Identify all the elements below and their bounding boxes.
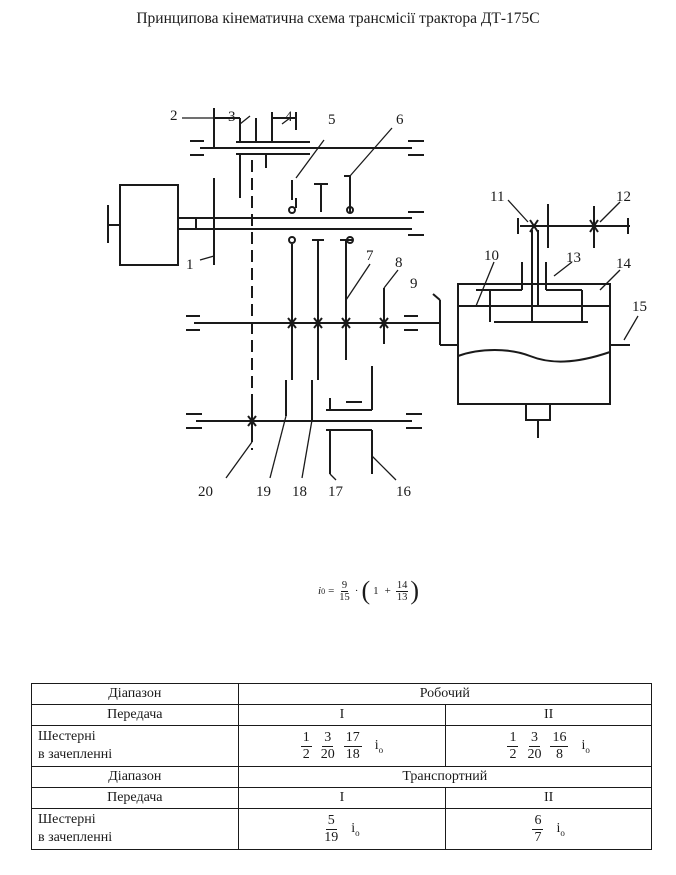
label-13: 13 bbox=[566, 250, 581, 266]
label-2: 2 bbox=[170, 108, 178, 124]
work-gear-1: I bbox=[237, 704, 447, 726]
formula-frac-2-num: 14 bbox=[395, 579, 409, 592]
gears-label-line2: в зачепленні bbox=[38, 830, 113, 845]
label-20: 20 bbox=[198, 484, 213, 500]
formula-frac-1-den: 15 bbox=[339, 591, 350, 603]
page-title: Принципова кінематична схема трансмісії … bbox=[136, 10, 540, 27]
label-18: 18 bbox=[292, 484, 307, 500]
formula-lhs-sub: 0 bbox=[321, 586, 326, 596]
range-label-work: Діапазон bbox=[31, 683, 239, 705]
gears-label-line1: Шестерні bbox=[38, 812, 96, 827]
formula-frac-2-den: 13 bbox=[396, 591, 408, 603]
gears-label-transport: Шестерні в зачепленні bbox=[31, 808, 239, 850]
label-3: 3 bbox=[228, 109, 236, 125]
formula-paren-close: ) bbox=[410, 576, 420, 605]
table-row: Передача I II bbox=[31, 704, 652, 726]
gear-table: Діапазон Робочий Передача I II Шестерні … bbox=[31, 683, 653, 850]
gear-label-transport: Передача bbox=[31, 787, 239, 809]
label-5: 5 bbox=[328, 112, 336, 128]
table-row: Передача I II bbox=[31, 787, 652, 809]
gears-label-line1: Шестерні bbox=[38, 729, 96, 744]
formula-frac-1: 9 15 bbox=[339, 580, 350, 603]
kinematic-scheme: 1 2 3 4 5 6 7 8 9 10 11 12 13 14 15 16 1… bbox=[107, 108, 647, 500]
label-9: 9 bbox=[410, 276, 418, 292]
gears-label-work: Шестерні в зачепленні bbox=[31, 725, 239, 767]
gear-label-work: Передача bbox=[31, 704, 239, 726]
transport-gear-2: II bbox=[445, 787, 652, 809]
gears-label-line2: в зачепленні bbox=[38, 747, 113, 762]
label-7: 7 bbox=[366, 248, 374, 264]
formula-plus: + bbox=[384, 585, 391, 597]
io-symbol: io bbox=[351, 820, 360, 838]
work-gear-2: II bbox=[445, 704, 652, 726]
label-10: 10 bbox=[484, 248, 499, 264]
io-symbol: io bbox=[374, 737, 384, 755]
range-label-transport: Діапазон bbox=[31, 766, 239, 788]
formula-eq: = bbox=[328, 585, 335, 597]
label-6: 6 bbox=[396, 112, 404, 128]
io-symbol: io bbox=[581, 737, 590, 755]
formula-paren-open: ( bbox=[361, 576, 371, 605]
io-symbol: io bbox=[556, 820, 565, 838]
label-17: 17 bbox=[328, 484, 344, 500]
range-transport: Транспортний bbox=[237, 766, 653, 788]
transport-gear-1: I bbox=[237, 787, 447, 809]
table-row: Діапазон Робочий bbox=[31, 683, 653, 705]
label-16: 16 bbox=[396, 484, 412, 500]
label-12: 12 bbox=[616, 189, 631, 205]
label-14: 14 bbox=[616, 256, 632, 272]
label-8: 8 bbox=[395, 255, 403, 271]
formula-frac-1-num: 9 bbox=[340, 579, 349, 592]
engine-block bbox=[119, 184, 179, 266]
label-19: 19 bbox=[256, 484, 271, 500]
formula-one: 1 bbox=[373, 585, 379, 597]
label-11: 11 bbox=[490, 189, 504, 205]
formula-dot: · bbox=[354, 585, 359, 597]
label-4: 4 bbox=[285, 109, 293, 125]
formula-lhs: i bbox=[318, 585, 322, 597]
label-15: 15 bbox=[632, 299, 647, 315]
table-row: Діапазон Транспортний bbox=[31, 766, 653, 788]
range-work: Робочий bbox=[237, 683, 653, 705]
formula-frac-2: 14 13 bbox=[395, 579, 409, 603]
label-1: 1 bbox=[186, 257, 194, 273]
